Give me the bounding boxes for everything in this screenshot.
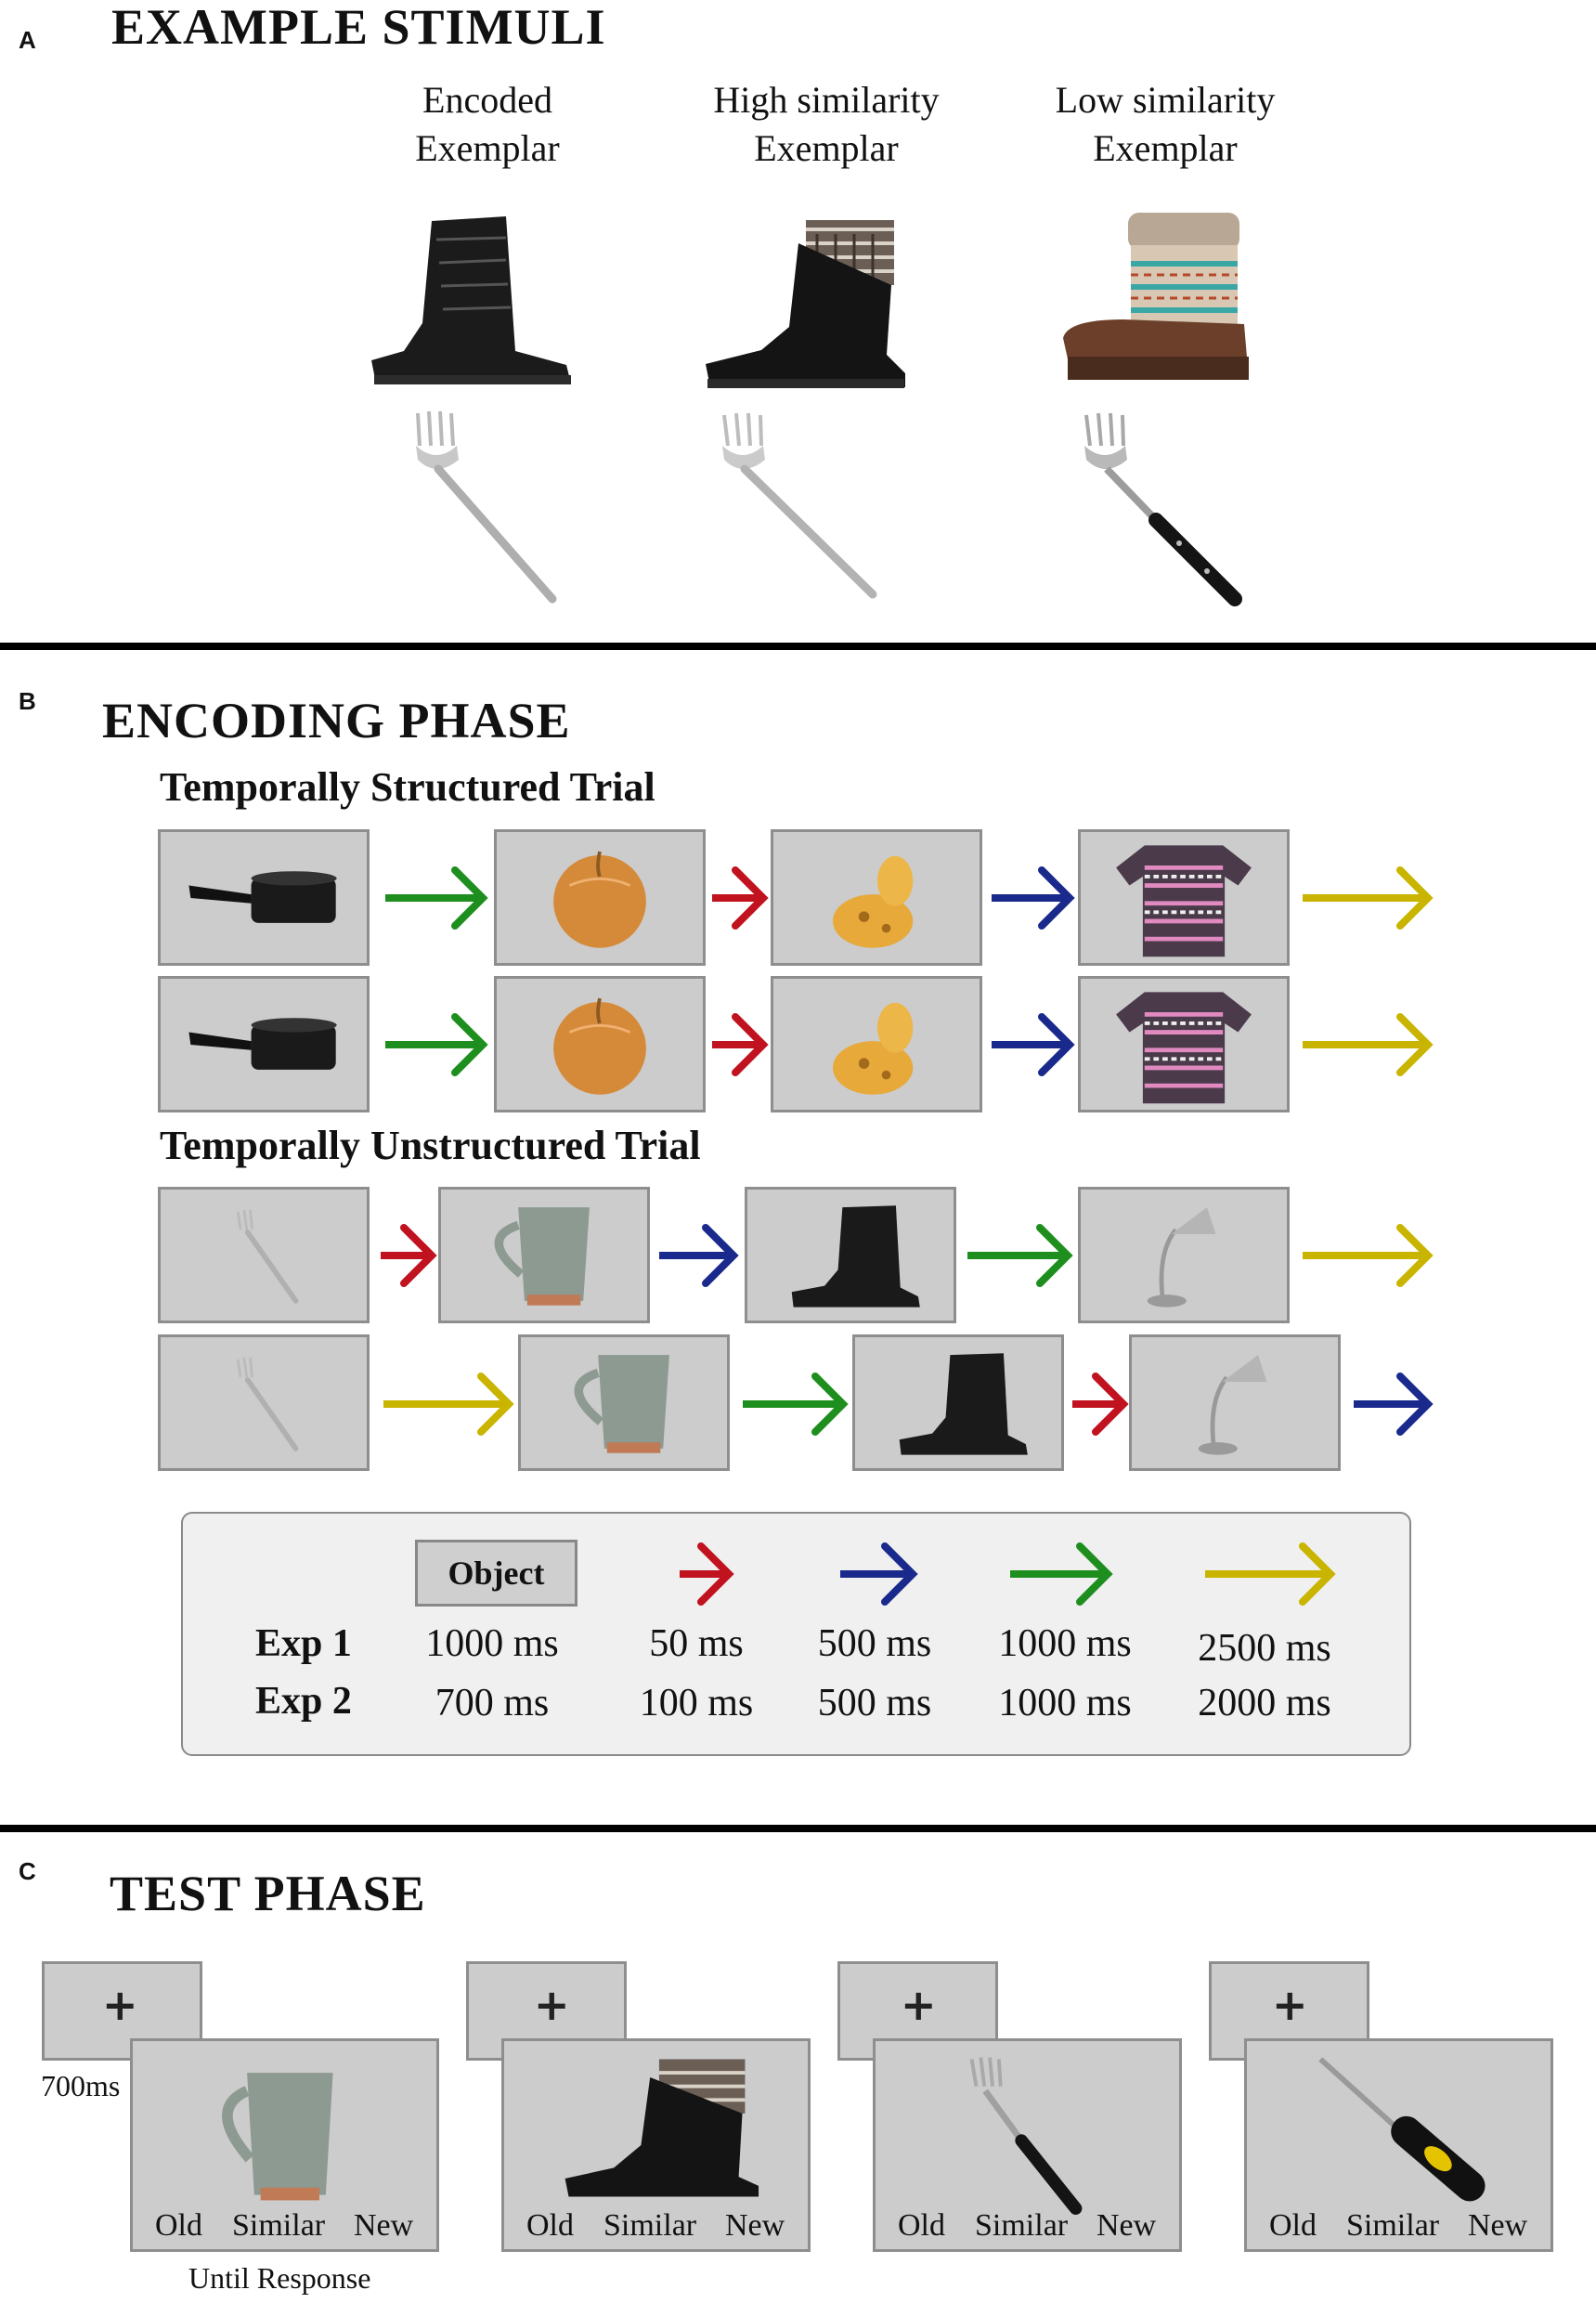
panel-a-title: EXAMPLE STIMULI xyxy=(111,0,606,55)
arrow-yellow xyxy=(1303,866,1434,930)
fixation-duration-label: 700ms xyxy=(41,2069,121,2102)
response-option-new[interactable]: New xyxy=(1096,2208,1157,2243)
stimulus-frame-boot xyxy=(745,1187,956,1323)
column-header-high-similarity: High similarity Exemplar xyxy=(678,76,975,173)
legend-arrow-green xyxy=(1010,1542,1113,1606)
column-header-line1: Encoded xyxy=(422,79,552,121)
legend-arrow-yellow xyxy=(1205,1542,1336,1606)
arrow-blue xyxy=(992,866,1075,930)
legend-exp1-blue: 500 ms xyxy=(817,1622,932,1665)
section-divider-1 xyxy=(0,643,1596,650)
column-header-line1: High similarity xyxy=(713,79,940,121)
legend-exp1-green: 1000 ms xyxy=(998,1622,1132,1665)
column-header-encoded: Encoded Exemplar xyxy=(362,76,613,173)
panel-b-title: ENCODING PHASE xyxy=(102,693,571,748)
fork-encoded-image xyxy=(416,410,557,604)
arrow-green xyxy=(743,1373,849,1436)
stimulus-frame-boot xyxy=(852,1334,1064,1471)
legend-exp1-label: Exp 1 xyxy=(255,1622,352,1665)
arrow-red xyxy=(712,866,769,930)
panel-letter-c: C xyxy=(19,1857,36,1885)
column-header-line2: Exemplar xyxy=(415,127,560,169)
stimulus-frame-fork xyxy=(158,1334,370,1471)
arrow-green xyxy=(385,866,488,930)
unstructured-trial-label: Temporally Unstructured Trial xyxy=(160,1123,701,1168)
response-option-similar[interactable]: Similar xyxy=(1346,2208,1440,2243)
arrow-yellow xyxy=(1303,1224,1434,1287)
legend-exp2-object: 700 ms xyxy=(435,1682,550,1724)
response-option-old[interactable]: Old xyxy=(898,2208,945,2243)
fixation-cross: + xyxy=(534,1980,570,2030)
fork-high-similarity-image xyxy=(722,412,877,599)
legend-exp1-red: 50 ms xyxy=(649,1622,744,1665)
legend-object-chip: Object xyxy=(415,1540,577,1607)
legend-exp2-red: 100 ms xyxy=(639,1682,754,1724)
arrow-blue xyxy=(1354,1373,1434,1436)
response-option-new[interactable]: New xyxy=(1468,2208,1528,2243)
legend-exp2-green: 1000 ms xyxy=(998,1682,1132,1724)
legend-exp2-blue: 500 ms xyxy=(817,1682,932,1724)
stimulus-frame-pot xyxy=(158,976,370,1112)
stimulus-frame-giraffe xyxy=(771,829,982,966)
arrow-blue xyxy=(659,1224,739,1287)
stimulus-frame-mug xyxy=(438,1187,650,1323)
panel-letter-a: A xyxy=(19,26,36,54)
response-option-new[interactable]: New xyxy=(354,2208,414,2243)
column-header-line2: Exemplar xyxy=(1093,127,1238,169)
arrow-yellow xyxy=(1303,1013,1434,1076)
stimulus-frame-onion xyxy=(494,829,706,966)
stimulus-frame-lamp xyxy=(1129,1334,1341,1471)
arrow-green xyxy=(385,1013,488,1076)
stimulus-frame-mug xyxy=(518,1334,730,1471)
panel-c-title: TEST PHASE xyxy=(110,1866,426,1921)
test-frame-screwdriver xyxy=(1244,2038,1553,2252)
structured-trial-label: Temporally Structured Trial xyxy=(160,764,655,810)
arrow-red xyxy=(712,1013,769,1076)
arrow-red xyxy=(381,1224,437,1287)
response-option-old[interactable]: Old xyxy=(1269,2208,1317,2243)
stimulus-frame-fork xyxy=(158,1187,370,1323)
timing-legend-box xyxy=(181,1512,1411,1756)
panel-letter-b: B xyxy=(19,687,36,715)
column-header-low-similarity: Low similarity Exemplar xyxy=(1017,76,1314,173)
stimulus-frame-giraffe xyxy=(771,976,982,1112)
column-header-line2: Exemplar xyxy=(754,127,899,169)
fixation-cross: + xyxy=(1272,1980,1308,2030)
arrow-green xyxy=(967,1224,1073,1287)
arrow-yellow xyxy=(383,1373,514,1436)
response-option-similar[interactable]: Similar xyxy=(975,2208,1069,2243)
response-option-old[interactable]: Old xyxy=(155,2208,202,2243)
boot-high-similarity-image xyxy=(706,220,905,388)
test-frame-fork xyxy=(873,2038,1182,2252)
section-divider-2 xyxy=(0,1825,1596,1832)
stimulus-frame-pot xyxy=(158,829,370,966)
stimulus-frame-onion xyxy=(494,976,706,1112)
stimulus-frame-sweater xyxy=(1078,829,1290,966)
stimulus-frame-sweater xyxy=(1078,976,1290,1112)
response-option-new[interactable]: New xyxy=(725,2208,785,2243)
response-option-similar[interactable]: Similar xyxy=(603,2208,697,2243)
legend-exp1-yellow: 2500 ms xyxy=(1198,1627,1331,1670)
column-header-line1: Low similarity xyxy=(1055,79,1276,121)
legend-arrow-blue xyxy=(840,1542,918,1606)
test-frame-mug xyxy=(130,2038,439,2252)
boot-encoded-image xyxy=(371,216,571,384)
fork-low-similarity-image xyxy=(1084,412,1242,606)
fixation-cross: + xyxy=(102,1980,138,2030)
test-frame-boot xyxy=(501,2038,811,2252)
legend-arrow-red xyxy=(680,1542,734,1606)
arrow-blue xyxy=(992,1013,1075,1076)
fixation-cross: + xyxy=(901,1980,937,2030)
legend-exp2-label: Exp 2 xyxy=(255,1680,352,1723)
response-option-similar[interactable]: Similar xyxy=(232,2208,326,2243)
legend-exp2-yellow: 2000 ms xyxy=(1198,1682,1331,1724)
response-option-old[interactable]: Old xyxy=(526,2208,574,2243)
stimulus-frame-lamp xyxy=(1078,1187,1290,1323)
response-duration-label: Until Response xyxy=(188,2261,371,2295)
arrow-red xyxy=(1072,1373,1129,1436)
boot-low-similarity-image xyxy=(1063,213,1249,380)
legend-exp1-object: 1000 ms xyxy=(425,1622,559,1665)
